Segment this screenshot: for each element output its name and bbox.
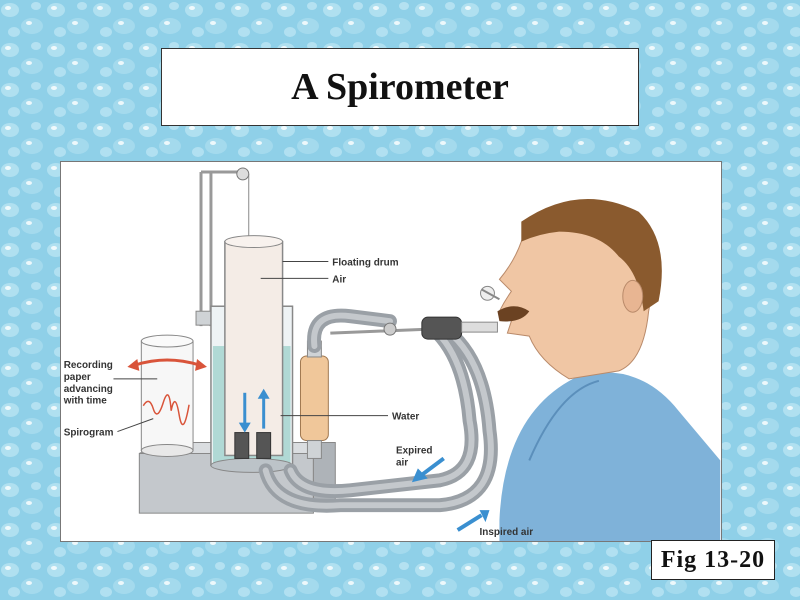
figure-reference: Fig 13-20 [660, 546, 766, 573]
mustache [497, 306, 530, 322]
inner-tube-left [234, 432, 250, 459]
water-label: Water [392, 412, 419, 423]
recording-drum [140, 334, 194, 457]
spirometer-diagram: Floating drum Air Water Recording paper … [60, 161, 722, 542]
spirogram-label: Spirogram [64, 428, 114, 439]
rotation-arrow-icon [127, 358, 207, 371]
expired-label-2: air [396, 457, 408, 468]
floating-drum-label: Floating drum [332, 257, 398, 268]
expired-arrow-icon [411, 456, 445, 483]
inspired-air-label: Inspired air [480, 527, 534, 538]
pulley-wheel [236, 167, 250, 181]
page-title: A Spirometer [291, 66, 509, 108]
recording-label-2: paper [64, 372, 91, 383]
hair [521, 198, 662, 312]
title-box: A Spirometer [161, 48, 639, 126]
floating-drum [224, 235, 284, 457]
inner-tube-right [256, 432, 272, 459]
recording-label-4: with time [63, 396, 108, 407]
air-label: Air [332, 274, 346, 285]
recording-label-3: advancing [64, 384, 113, 395]
figure-reference-box: Fig 13-20 [651, 540, 775, 580]
inspired-arrow-icon [456, 510, 490, 532]
spirogram-trace [142, 394, 190, 426]
leader-lines [113, 260, 389, 433]
recording-label-1: Recording [64, 360, 113, 371]
expired-label-1: Expired [396, 445, 432, 456]
flow-arrow-down-icon [238, 392, 251, 433]
flow-arrow-up-icon [257, 388, 270, 429]
man-figure [497, 198, 721, 541]
nose-clip [480, 285, 500, 301]
mouthpiece-valve [330, 316, 498, 340]
canister [299, 340, 329, 459]
air-hoses [258, 308, 498, 513]
